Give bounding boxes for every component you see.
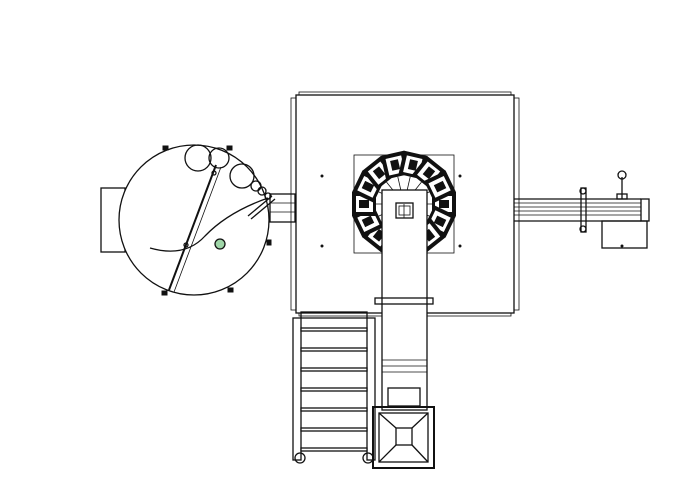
center-chute [395,202,414,219]
stair-tread [300,327,368,332]
access-stairs [292,311,376,464]
weigher-bucket [412,170,457,203]
right-output-conveyor [514,170,641,233]
stair-tread [300,427,368,432]
stair-tread [300,347,368,352]
weigher-bucket [351,170,396,203]
feed-funnel [372,406,435,469]
status-indicator [214,238,226,250]
stair-tread [300,387,368,392]
discharge-conveyor [374,189,434,411]
right-end-box [601,198,650,249]
stair-tread [300,407,368,412]
stair-tread [300,367,368,372]
round-hopper [118,144,276,296]
stair-tread [300,447,368,452]
